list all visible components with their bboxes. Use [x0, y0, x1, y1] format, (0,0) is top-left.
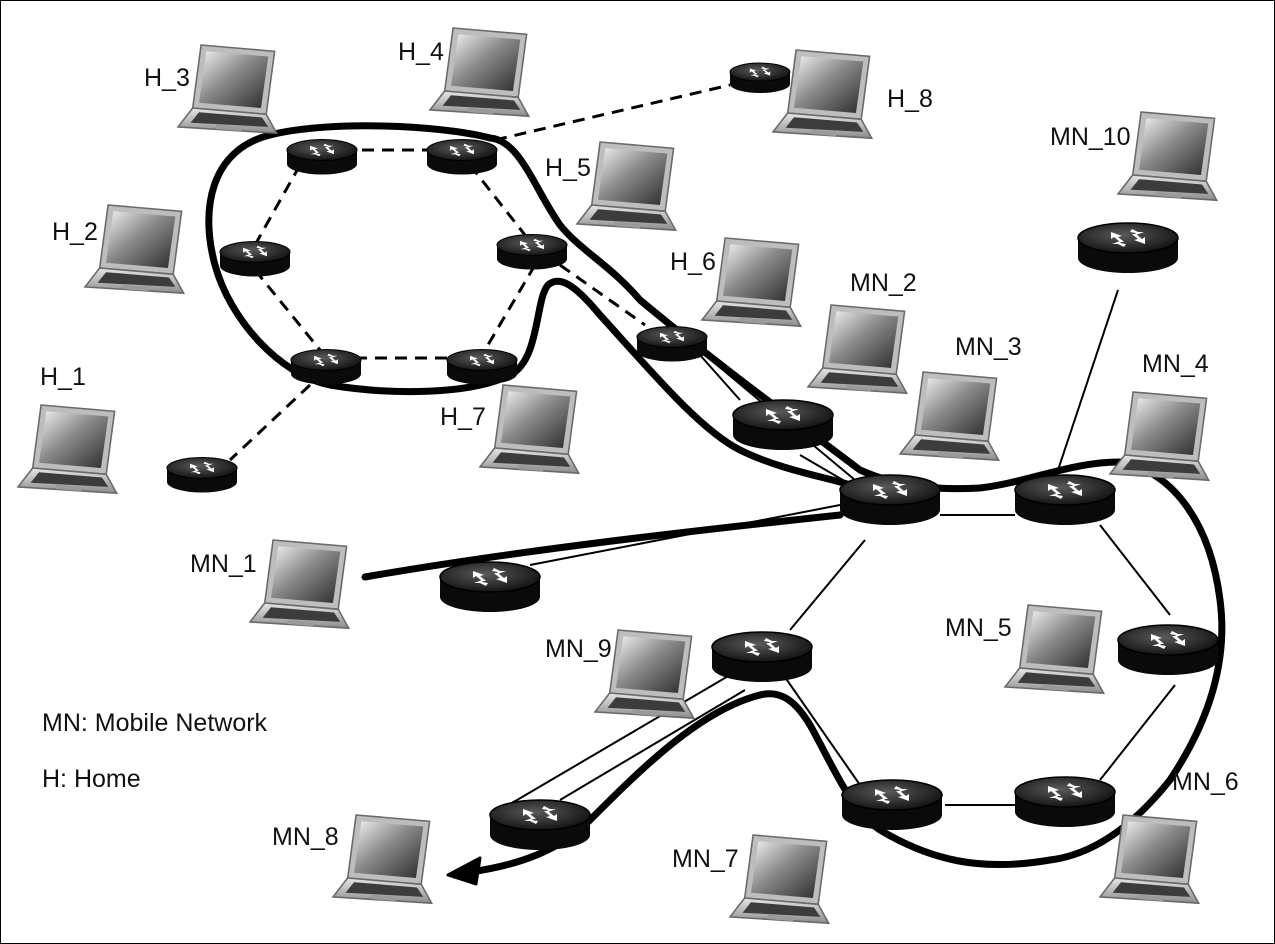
router-icon [1077, 222, 1179, 274]
router-icon [496, 233, 568, 271]
laptop-icon [1117, 111, 1218, 201]
label-mn4: MN_4 [1142, 350, 1209, 378]
mn1-tunnel-path [361, 511, 844, 581]
mn8-arrowhead [446, 856, 482, 886]
link-h5-h7 [483, 264, 537, 351]
router-icon [286, 138, 358, 176]
link-h5-m2 [559, 263, 646, 327]
legend-mobile-network: MN: Mobile Network [42, 709, 268, 737]
label-h8: H_8 [887, 85, 933, 113]
link-m6-m7 [1099, 684, 1176, 781]
home-ring-path [205, 122, 854, 489]
laptop-icon [1109, 391, 1210, 481]
router-icon [439, 561, 541, 613]
laptop-icon [772, 49, 873, 139]
label-mn5: MN_5 [945, 614, 1012, 642]
mn8-tunnel-path [466, 691, 764, 876]
thick-path-lines [205, 122, 1226, 886]
laptop-icon [1004, 604, 1105, 694]
router-icon [219, 240, 291, 278]
link-m4-m6 [1099, 524, 1171, 616]
home-loop-path [486, 134, 1226, 869]
label-mn9: MN_9 [545, 635, 612, 663]
router-icon [290, 348, 362, 386]
laptop-icon [1099, 814, 1200, 904]
laptop-icon [701, 237, 802, 327]
router-icon [1014, 474, 1116, 526]
link-h3-h2 [253, 164, 302, 246]
router-icon [446, 348, 518, 386]
link-h4-h8 [494, 83, 731, 142]
label-mn3: MN_3 [955, 333, 1022, 361]
laptop-icon [479, 384, 580, 474]
label-h5: H_5 [545, 154, 591, 182]
router-icon [1117, 624, 1219, 676]
label-h1: H_1 [40, 363, 86, 391]
link-m9-m7 [779, 669, 861, 786]
label-h4: H_4 [398, 38, 444, 66]
link-m9-m8b [499, 674, 731, 811]
router-icon [729, 62, 791, 94]
laptop-icon [429, 27, 530, 117]
laptop-icon [332, 814, 433, 904]
laptop-icon [249, 539, 350, 629]
link-h4-h5 [468, 164, 527, 236]
router-icon [732, 399, 834, 451]
label-h7: H_7 [440, 403, 486, 431]
laptop-icon [899, 371, 1000, 461]
router-icon [166, 456, 238, 494]
label-mn10: MN_10 [1050, 123, 1131, 151]
router-icon [711, 631, 813, 683]
laptop-icon [84, 204, 185, 294]
label-mn8: MN_8 [272, 823, 339, 851]
link-m2-m3 [699, 354, 741, 401]
label-mn6: MN_6 [1172, 768, 1239, 796]
link-h1-r1 [228, 383, 312, 462]
label-mn1: MN_1 [190, 550, 257, 578]
laptop-icon [807, 304, 908, 394]
legend-home: H: Home [42, 765, 141, 793]
laptop-icon [177, 44, 278, 134]
label-h3: H_3 [144, 64, 190, 92]
router-icon [839, 474, 941, 526]
link-h2-h1 [253, 269, 322, 351]
label-mn2: MN_2 [850, 269, 917, 297]
laptop-icon [576, 141, 677, 231]
link-m9-m8a [559, 689, 746, 801]
label-mn7: MN_7 [672, 845, 739, 873]
label-h2: H_2 [52, 218, 98, 246]
label-h6: H_6 [670, 248, 716, 276]
router-icon [1014, 776, 1116, 828]
laptop-icon [729, 834, 830, 924]
router-icon [426, 138, 498, 176]
router-icon [841, 779, 943, 831]
link-hub-m10 [1057, 289, 1119, 471]
router-icon [489, 799, 591, 851]
link-hub-m9 [789, 539, 866, 631]
router-icon [636, 325, 708, 363]
laptop-icon [17, 404, 118, 494]
